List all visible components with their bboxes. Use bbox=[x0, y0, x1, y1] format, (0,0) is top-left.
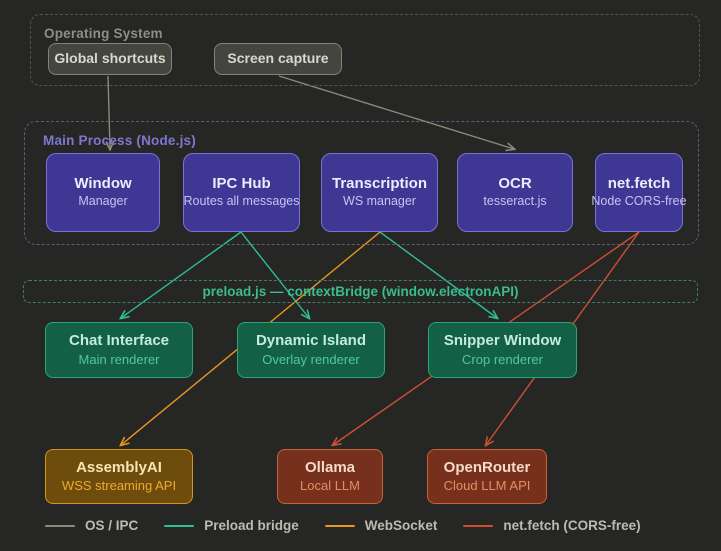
node-snipper-window: Snipper Window Crop renderer bbox=[428, 322, 577, 378]
legend-label: Preload bridge bbox=[204, 518, 299, 533]
node-title: Chat Interface bbox=[68, 332, 170, 350]
preload-bridge-bar: preload.js — contextBridge (window.elect… bbox=[23, 280, 698, 303]
os-group-label: Operating System bbox=[44, 26, 163, 41]
legend-item-preload-bridge: Preload bridge bbox=[164, 518, 299, 533]
netfetch-line-swatch bbox=[463, 524, 494, 527]
node-dynamic-island: Dynamic Island Overlay renderer bbox=[237, 322, 385, 378]
node-title: Window bbox=[74, 174, 132, 192]
node-openrouter: OpenRouter Cloud LLM API bbox=[427, 449, 547, 504]
node-ollama: Ollama Local LLM bbox=[277, 449, 383, 504]
node-title: Ollama bbox=[304, 458, 356, 476]
node-title: Dynamic Island bbox=[255, 332, 367, 350]
node-title: Screen capture bbox=[227, 50, 329, 67]
node-title: Transcription bbox=[331, 174, 428, 192]
node-ipc-hub: IPC Hub Routes all messages bbox=[183, 153, 300, 232]
node-net-fetch: net.fetch Node CORS-free bbox=[591, 153, 687, 232]
legend-label: net.fetch (CORS-free) bbox=[503, 518, 641, 533]
node-ocr: OCR tesseract.js bbox=[457, 153, 573, 232]
node-transcription: Transcription WS manager bbox=[321, 153, 438, 232]
node-title: AssemblyAI bbox=[76, 458, 162, 476]
node-subtitle: Cloud LLM API bbox=[443, 478, 531, 494]
node-subtitle: Node CORS-free bbox=[591, 194, 687, 209]
main-process-label: Main Process (Node.js) bbox=[43, 133, 196, 148]
node-title: Global shortcuts bbox=[54, 50, 166, 67]
node-title: Snipper Window bbox=[443, 332, 562, 350]
preload-bridge-line-swatch bbox=[164, 524, 195, 527]
node-subtitle: WSS streaming API bbox=[61, 478, 177, 494]
websocket-line-swatch bbox=[324, 524, 355, 527]
node-subtitle: Manager bbox=[78, 194, 128, 209]
node-subtitle: Overlay renderer bbox=[262, 351, 360, 367]
node-subtitle: Routes all messages bbox=[183, 194, 300, 209]
node-global-shortcuts: Global shortcuts bbox=[48, 43, 172, 75]
node-title: net.fetch bbox=[607, 174, 671, 192]
os-group: Operating System bbox=[30, 14, 700, 86]
legend-label: WebSocket bbox=[364, 518, 438, 533]
legend-item-websocket: WebSocket bbox=[324, 518, 438, 533]
node-title: OpenRouter bbox=[443, 458, 531, 476]
node-assemblyai: AssemblyAI WSS streaming API bbox=[45, 449, 193, 504]
legend-item-netfetch: net.fetch (CORS-free) bbox=[463, 518, 641, 533]
node-subtitle: tesseract.js bbox=[483, 194, 547, 209]
node-window-manager: Window Manager bbox=[46, 153, 160, 232]
node-subtitle: Local LLM bbox=[300, 478, 360, 494]
node-chat-interface: Chat Interface Main renderer bbox=[45, 322, 193, 378]
legend-item-os-ipc: OS / IPC bbox=[45, 518, 138, 533]
node-subtitle: WS manager bbox=[343, 194, 416, 209]
node-title: OCR bbox=[498, 174, 532, 192]
node-screen-capture: Screen capture bbox=[214, 43, 342, 75]
preload-bridge-label: preload.js — contextBridge (window.elect… bbox=[202, 284, 519, 299]
node-subtitle: Main renderer bbox=[78, 351, 160, 367]
legend: OS / IPC Preload bridge WebSocket net.fe… bbox=[45, 518, 641, 533]
main-process-group: Main Process (Node.js) bbox=[24, 121, 699, 245]
node-title: IPC Hub bbox=[212, 174, 271, 192]
node-subtitle: Crop renderer bbox=[462, 351, 543, 367]
legend-label: OS / IPC bbox=[85, 518, 139, 533]
os-ipc-line-swatch bbox=[45, 524, 75, 527]
